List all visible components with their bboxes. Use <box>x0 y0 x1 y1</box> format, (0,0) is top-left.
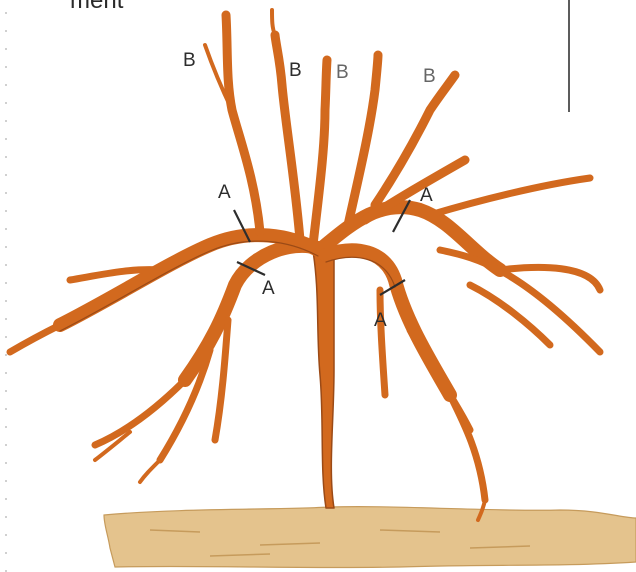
ground <box>104 507 636 568</box>
label-a3: A <box>420 185 433 207</box>
secondary-branches <box>10 178 600 500</box>
label-b2: B <box>289 60 302 82</box>
label-b4: B <box>423 66 436 88</box>
label-a4: A <box>374 310 387 332</box>
label-b3: B <box>336 62 349 84</box>
trunk <box>312 245 334 508</box>
label-b1: B <box>183 50 196 72</box>
tree <box>10 10 600 520</box>
label-a1: A <box>218 182 231 204</box>
label-a2: A <box>262 278 275 300</box>
